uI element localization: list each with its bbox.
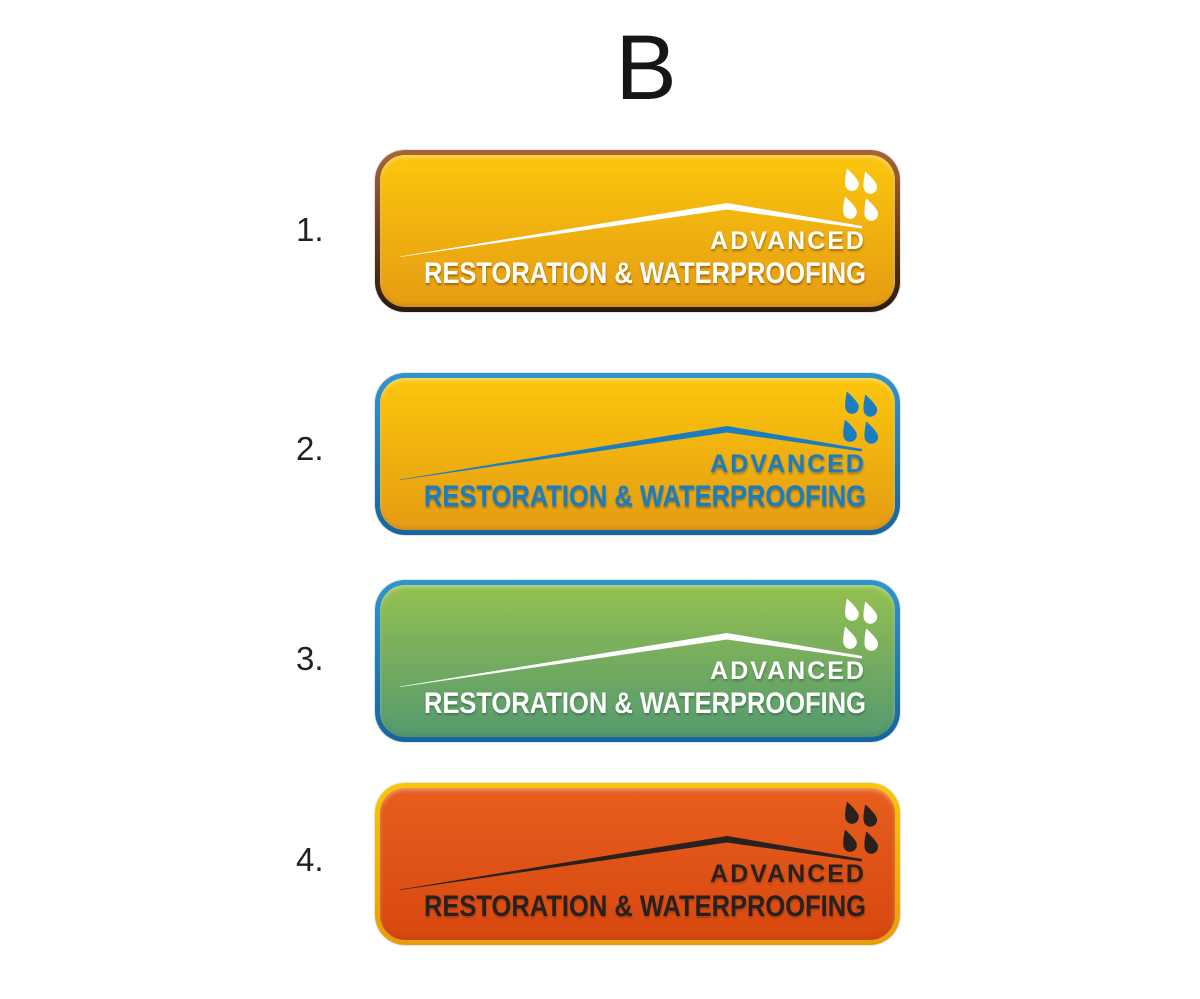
logo-badge: ADVANCED RESTORATION & WATERPROOFING <box>380 788 895 940</box>
water-drops-icon <box>843 391 879 444</box>
water-drops-icon <box>843 801 879 854</box>
brand-line-advanced: ADVANCED <box>710 450 866 478</box>
water-drops-icon <box>843 598 879 651</box>
brand-text: ADVANCED RESTORATION & WATERPROOFING <box>380 656 866 721</box>
brand-line-advanced: ADVANCED <box>710 227 866 255</box>
variant-letter: B <box>615 17 677 119</box>
logo-option-card-2: ADVANCED RESTORATION & WATERPROOFING <box>375 373 900 535</box>
logo-badge: ADVANCED RESTORATION & WATERPROOFING <box>380 378 895 530</box>
logo-option-card-1: ADVANCED RESTORATION & WATERPROOFING <box>375 150 900 312</box>
option-number-4: 4. <box>296 841 324 878</box>
option-number-2: 2. <box>296 430 324 467</box>
brand-line-advanced: ADVANCED <box>710 657 866 685</box>
brand-line-restoration: RESTORATION & WATERPROOFING <box>423 687 866 720</box>
brand-text: ADVANCED RESTORATION & WATERPROOFING <box>380 859 866 924</box>
logo-badge: ADVANCED RESTORATION & WATERPROOFING <box>380 155 895 307</box>
logo-badge: ADVANCED RESTORATION & WATERPROOFING <box>380 585 895 737</box>
brand-line-restoration: RESTORATION & WATERPROOFING <box>423 257 866 290</box>
option-number-3: 3. <box>296 640 324 677</box>
brand-text: ADVANCED RESTORATION & WATERPROOFING <box>380 449 866 514</box>
brand-text: ADVANCED RESTORATION & WATERPROOFING <box>380 226 866 291</box>
logo-option-card-3: ADVANCED RESTORATION & WATERPROOFING <box>375 580 900 742</box>
water-drops-icon <box>843 168 879 221</box>
brand-line-restoration: RESTORATION & WATERPROOFING <box>423 890 866 923</box>
logo-option-card-4: ADVANCED RESTORATION & WATERPROOFING <box>375 783 900 945</box>
option-number-1: 1. <box>296 211 324 248</box>
brand-line-restoration: RESTORATION & WATERPROOFING <box>423 480 866 513</box>
brand-line-advanced: ADVANCED <box>710 860 866 888</box>
